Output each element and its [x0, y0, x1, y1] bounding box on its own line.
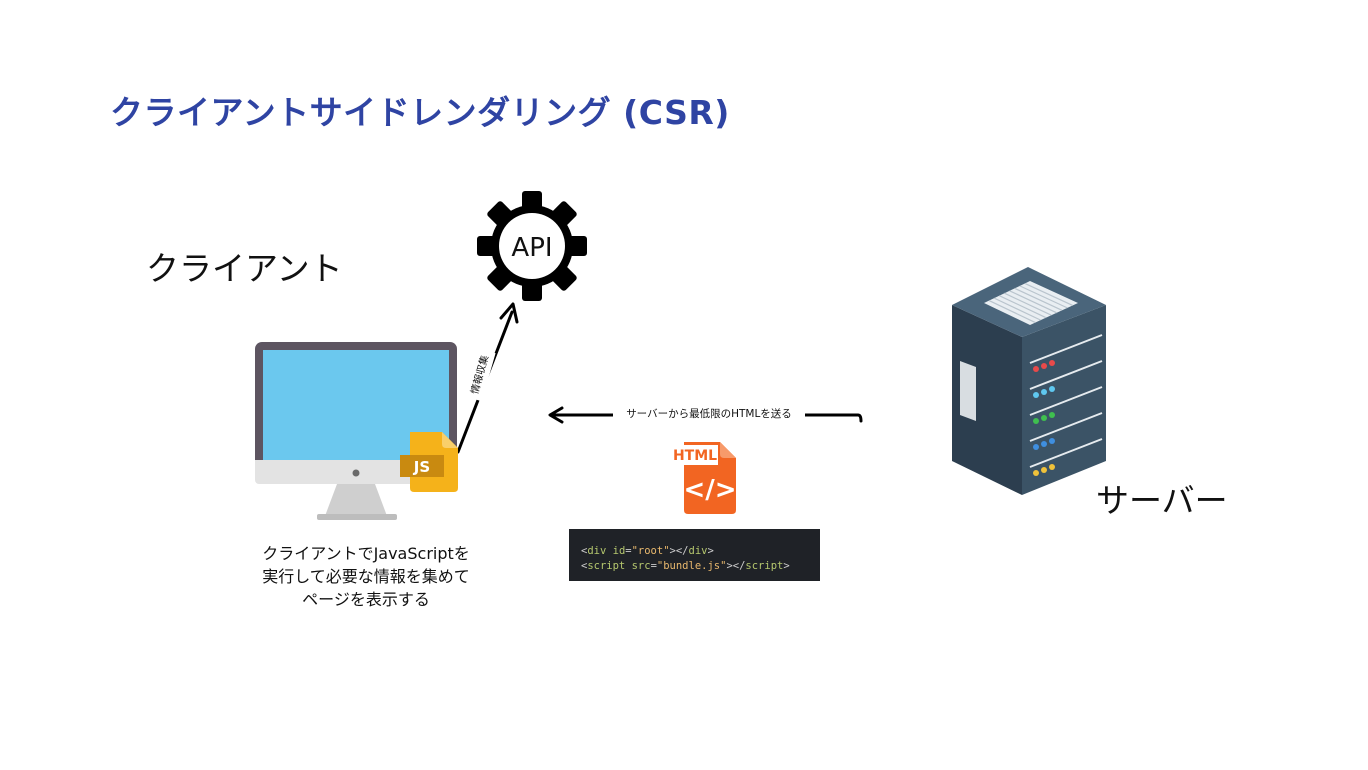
status-led — [1033, 418, 1039, 424]
client-description: クライアントでJavaScriptを 実行して必要な情報を集めて ページを表示す… — [236, 542, 496, 611]
page-title: クライアントサイドレンダリング (CSR) — [110, 93, 730, 132]
drive-bay — [1029, 412, 1103, 442]
status-led — [1049, 360, 1055, 366]
drive-bay — [1029, 334, 1103, 364]
api-gear-icon: API — [477, 191, 587, 301]
server-label: サーバー — [1096, 481, 1228, 520]
client-description-line-3: ページを表示する — [302, 590, 430, 609]
html-file-label: HTML — [673, 448, 717, 464]
client-label: クライアント — [146, 249, 343, 288]
status-led — [1041, 467, 1047, 473]
status-led — [1033, 444, 1039, 450]
status-led — [1041, 363, 1047, 369]
server-rack-icon — [952, 267, 1106, 495]
html-file-icon: HTML </> — [672, 442, 737, 514]
code-block: <div id="root"></div> <script src="bundl… — [569, 529, 820, 581]
status-led — [1033, 470, 1039, 476]
status-led — [1049, 438, 1055, 444]
client-description-line-2: 実行して必要な情報を集めて — [262, 567, 470, 586]
drive-bay — [1029, 438, 1103, 468]
html-symbol: </> — [683, 475, 736, 505]
status-led — [1041, 415, 1047, 421]
vent-line — [1004, 292, 1052, 316]
status-led — [1041, 389, 1047, 395]
status-led — [1033, 392, 1039, 398]
code-line-2: <script src="bundle.js"></script> — [581, 560, 790, 572]
api-label: API — [511, 233, 552, 263]
vent-line — [993, 297, 1041, 321]
vent-line — [1009, 290, 1057, 314]
code-line-1: <div id="root"></div> — [581, 545, 714, 557]
status-led — [1049, 464, 1055, 470]
vent-line — [999, 295, 1047, 319]
js-file-icon: JS — [400, 432, 458, 492]
vent-line — [1014, 287, 1063, 311]
vent-line — [1019, 285, 1068, 309]
status-led — [1049, 386, 1055, 392]
vent-line — [1024, 282, 1073, 306]
drive-bay — [1029, 386, 1103, 416]
status-led — [1049, 412, 1055, 418]
drive-bay — [1029, 360, 1103, 390]
status-led — [1033, 366, 1039, 372]
client-description-line-1: クライアントでJavaScriptを — [262, 544, 470, 563]
server-arrow-label: サーバーから最低限のHTMLを送る — [613, 405, 805, 423]
status-led — [1041, 441, 1047, 447]
vent-line — [988, 300, 1036, 324]
js-badge-label: JS — [413, 458, 430, 476]
